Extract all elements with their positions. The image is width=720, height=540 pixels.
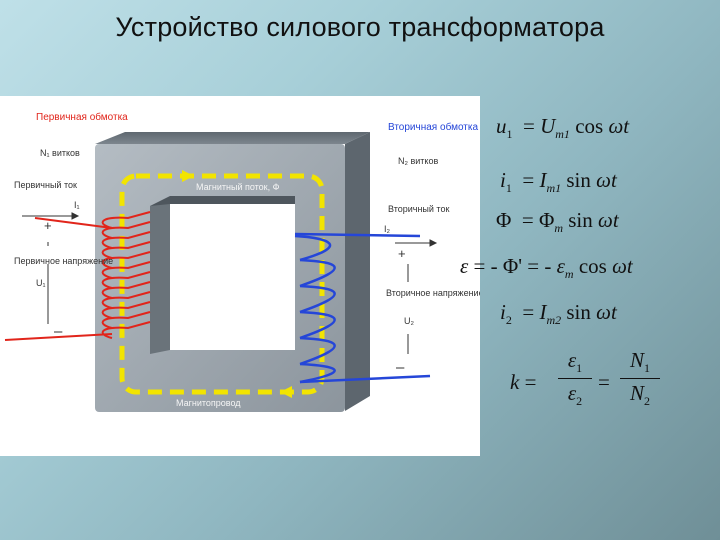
plus1-label: + [44, 218, 52, 233]
flux-path [119, 173, 325, 395]
minus2-label: – [396, 359, 405, 376]
u1-label: U₁ [36, 278, 46, 288]
formula-emf: ε = - Φ' = - εm cos ωt [460, 254, 633, 281]
secondary-turns-label: N₂ витков [398, 156, 438, 166]
i2-label: I₂ [384, 224, 391, 234]
flux-label: Магнитный поток, Ф [196, 182, 280, 192]
fraction-emf: ε1 ε2 [558, 348, 592, 409]
secondary-winding-label: Вторичная обмотка [388, 121, 478, 133]
i1-label: I₁ [74, 200, 80, 210]
core-window [170, 204, 295, 350]
formula-panel: u1 = Um1 cos ωt i1 = Im1 sin ωt Φ = Φm s… [458, 104, 720, 434]
plus2-label: + [398, 246, 406, 261]
core-top-face [95, 132, 370, 144]
slide-title: Устройство силового трансформатора [115, 12, 605, 42]
minus1-label: – [54, 323, 63, 340]
primary-winding-label: Первичная обмотка [36, 111, 128, 123]
formula-flux: Φ = Φm sin ωt [496, 208, 619, 235]
core-window-shadow [150, 204, 170, 354]
core-side-face [345, 132, 370, 411]
formula-k-lhs: k = [510, 370, 537, 394]
secondary-current-label: Вторичный ток [388, 204, 449, 214]
primary-turns-label: N₁ витков [40, 148, 80, 158]
primary-voltage-label: Первичное напряжение [14, 256, 113, 266]
formula-i1: i1 = Im1 sin ωt [500, 168, 617, 195]
primary-current-label: Первичный ток [14, 180, 77, 190]
formula-i2: i2 = Im2 sin ωt [500, 300, 617, 327]
formula-u1: u1 = Um1 cos ωt [496, 114, 630, 141]
secondary-winding [294, 232, 431, 384]
flux-arrow-bottom [280, 386, 292, 398]
formula-eq: = [598, 370, 610, 394]
core-label: Магнитопровод [176, 398, 241, 408]
transformer-diagram: Первичная обмотка N₁ витков Первичный то… [0, 96, 480, 456]
primary-winding [4, 211, 151, 341]
transformer-svg: Первичная обмотка N₁ витков Первичный то… [4, 111, 480, 412]
secondary-voltage-label: Вторичное напряжение [386, 288, 480, 298]
u2-label: U₂ [404, 316, 414, 326]
flux-arrow-top [182, 170, 194, 182]
fraction-turns: N1 N2 [620, 348, 660, 409]
